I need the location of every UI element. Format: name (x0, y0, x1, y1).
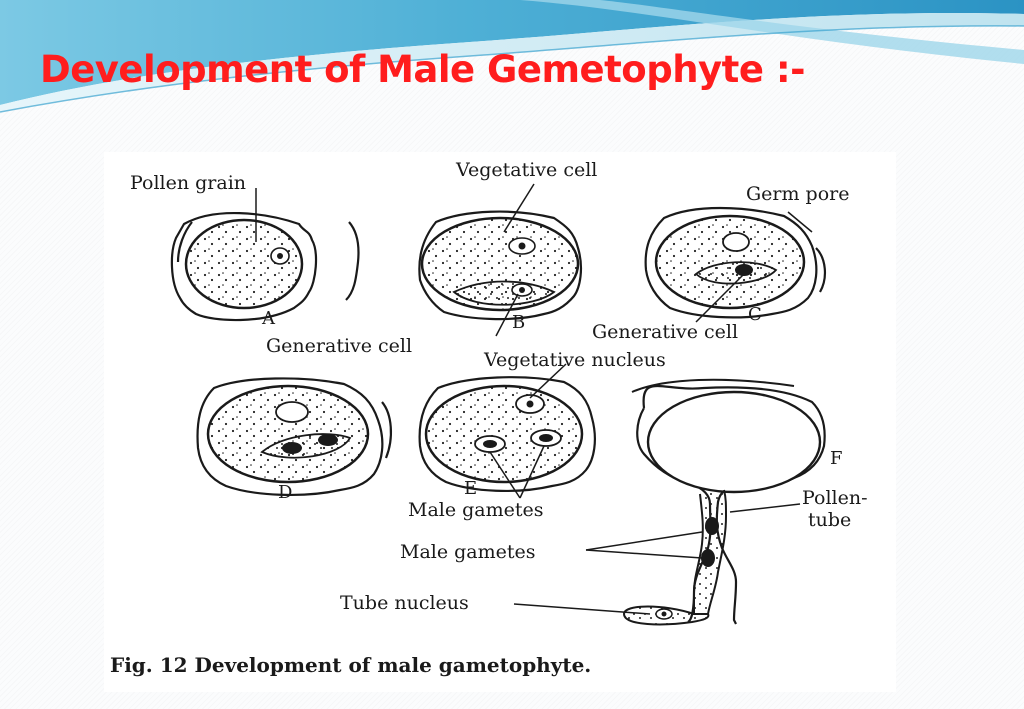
pollen-tube-pointer (729, 503, 801, 513)
header-banner (0, 0, 1024, 113)
generative-cell-c-pointer (695, 273, 745, 323)
vegetative-nucleus-pointer (529, 363, 567, 399)
stage-label-f: F (830, 448, 843, 469)
stage-label-b: B (512, 312, 525, 333)
tube-nucleus-pointer (513, 603, 651, 615)
stage-label-c: C (748, 304, 762, 325)
label-germ-pore: Germ pore (746, 183, 850, 205)
label-male-gametes-f: Male gametes (400, 541, 536, 563)
stage-label-a: A (261, 308, 276, 329)
pollen-grain-c (644, 206, 826, 319)
slide-title: Development of Male Gemetophyte :- (40, 48, 806, 91)
male-gametes-f-pointer-2 (585, 549, 703, 559)
label-pollen-tube-line1: Pollen- (802, 487, 868, 509)
label-pollen-grain: Pollen grain (130, 172, 246, 194)
label-pollen-tube-line2: tube (808, 509, 851, 531)
label-male-gametes-e: Male gametes (408, 499, 544, 521)
pollen-grain-b (418, 210, 583, 321)
male-gametes-e-pointer-2 (519, 445, 545, 499)
gametophyte-diagram: Pollen grain A Vegetative cell B Generat… (110, 159, 868, 677)
stage-label-d: D (278, 482, 292, 503)
male-gametes-e-pointer-1 (489, 451, 521, 499)
germ-pore-pointer (787, 211, 813, 233)
pollen-grain-e (418, 376, 596, 492)
pollen-grain-d (196, 377, 392, 496)
stage-label-e: E (464, 478, 477, 499)
label-vegetative-cell: Vegetative cell (455, 159, 597, 181)
male-gametes-f-pointer-1 (585, 531, 703, 551)
pollen-tube-f (622, 378, 826, 626)
label-generative-cell-c: Generative cell (592, 321, 738, 343)
figure-caption: Fig. 12 Development of male gametophyte. (110, 653, 591, 677)
vegetative-cell-pointer (503, 183, 535, 233)
label-vegetative-nucleus: Vegetative nucleus (483, 349, 666, 371)
label-tube-nucleus: Tube nucleus (340, 592, 469, 614)
figure-panel: Pollen grain A Vegetative cell B Generat… (104, 152, 896, 692)
generative-cell-b-pointer (495, 293, 519, 337)
label-generative-cell-b: Generative cell (266, 335, 412, 357)
pollen-grain-a (170, 212, 360, 322)
